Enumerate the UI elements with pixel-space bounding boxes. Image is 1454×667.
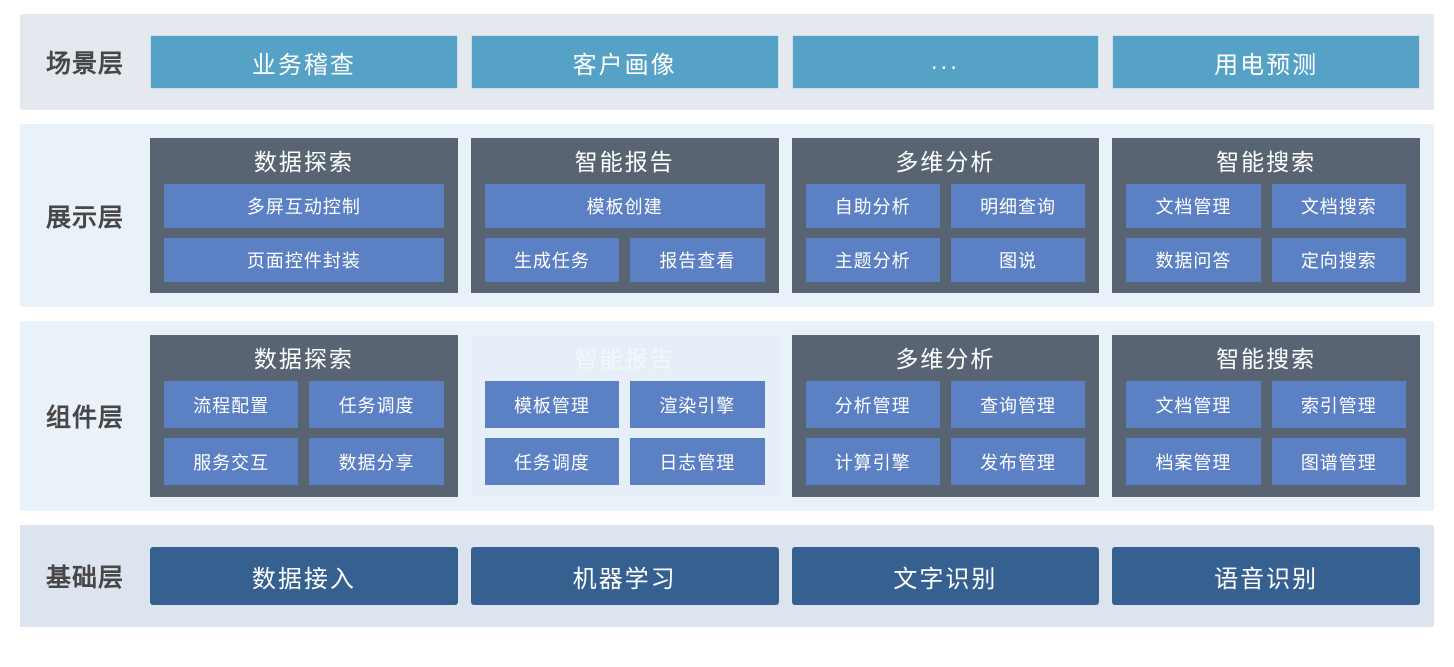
- panel-row: 文档管理 文档搜索: [1126, 184, 1406, 229]
- panel-component-intelligent-report[interactable]: 智能报告 模板管理 渲染引擎 任务调度 日志管理: [470, 335, 779, 497]
- panel-row: 流程配置 任务调度: [164, 381, 444, 429]
- panel-row: 模板管理 渲染引擎: [484, 381, 765, 429]
- layer-band-component: 组件层 数据探索 流程配置 任务调度 服务交互 数据分享 智能报告: [20, 321, 1434, 511]
- base-tile-data-ingestion[interactable]: 数据接入: [150, 547, 458, 605]
- chip-page-widget-encapsulation[interactable]: 页面控件封装: [164, 238, 444, 283]
- panel-row: 页面控件封装: [164, 238, 444, 283]
- base-tile-machine-learning[interactable]: 机器学习: [470, 547, 779, 605]
- panel-grid: 文档管理 索引管理 档案管理 图谱管理: [1126, 381, 1406, 485]
- chip-knowledge-graph-management[interactable]: 图谱管理: [1271, 438, 1406, 485]
- layer-body-component: 数据探索 流程配置 任务调度 服务交互 数据分享 智能报告 模板管理: [150, 321, 1434, 511]
- layer-label-base: 基础层: [45, 564, 124, 592]
- panel-row: 分析管理 查询管理: [805, 381, 1086, 429]
- chip-task-scheduling[interactable]: 任务调度: [484, 438, 620, 485]
- panel-component-multidimensional-analysis[interactable]: 多维分析 分析管理 查询管理 计算引擎 发布管理: [791, 335, 1100, 497]
- chip-service-interaction[interactable]: 服务交互: [164, 438, 299, 485]
- panel-grid: 模板管理 渲染引擎 任务调度 日志管理: [484, 381, 765, 485]
- panel-title: 数据探索: [253, 149, 354, 175]
- chip-chart-narrative[interactable]: 图说: [950, 238, 1086, 283]
- panel-row: 多屏互动控制: [164, 184, 444, 229]
- chip-query-management[interactable]: 查询管理: [950, 381, 1086, 429]
- panel-presentation-data-exploration[interactable]: 数据探索 多屏互动控制 页面控件封装: [150, 138, 458, 293]
- panel-row: 模板创建: [484, 184, 765, 229]
- scene-tile-more-ellipsis[interactable]: ...: [791, 35, 1100, 89]
- layer-band-scene: 场景层 业务稽查 客户画像 ... 用电预测: [20, 14, 1434, 110]
- panel-component-intelligent-search[interactable]: 智能搜索 文档管理 索引管理 档案管理 图谱管理: [1112, 335, 1420, 497]
- panel-presentation-intelligent-report[interactable]: 智能报告 模板创建 生成任务 报告查看: [470, 138, 779, 293]
- chip-template-creation[interactable]: 模板创建: [484, 184, 765, 229]
- chip-analysis-management[interactable]: 分析管理: [805, 381, 940, 429]
- chip-archive-management[interactable]: 档案管理: [1126, 438, 1261, 485]
- panel-title: 多维分析: [895, 149, 996, 175]
- chip-report-view[interactable]: 报告查看: [630, 238, 765, 283]
- layer-band-presentation: 展示层 数据探索 多屏互动控制 页面控件封装 智能报告 模板创建: [20, 124, 1434, 307]
- layer-label-component: 组件层: [45, 404, 124, 432]
- chip-document-management[interactable]: 文档管理: [1126, 381, 1261, 429]
- chip-document-search[interactable]: 文档搜索: [1271, 184, 1406, 229]
- panel-row: 服务交互 数据分享: [164, 438, 444, 485]
- panel-grid: 文档管理 文档搜索 数据问答 定向搜索: [1126, 184, 1406, 283]
- panel-presentation-intelligent-search[interactable]: 智能搜索 文档管理 文档搜索 数据问答 定向搜索: [1112, 138, 1420, 293]
- panel-title: 智能搜索: [1216, 149, 1317, 175]
- scene-tile-business-audit[interactable]: 业务稽查: [150, 35, 458, 89]
- layer-body-presentation: 数据探索 多屏互动控制 页面控件封装 智能报告 模板创建: [150, 124, 1434, 307]
- panel-title: 智能搜索: [1216, 346, 1317, 372]
- scene-tile-power-forecast[interactable]: 用电预测: [1112, 35, 1420, 89]
- panel-row: 生成任务 报告查看: [484, 238, 765, 283]
- panel-presentation-multidimensional-analysis[interactable]: 多维分析 自助分析 明细查询 主题分析 图说: [791, 138, 1100, 293]
- panel-grid: 模板创建 生成任务 报告查看: [484, 184, 765, 283]
- panel-title: 多维分析: [895, 346, 996, 372]
- panel-grid: 自助分析 明细查询 主题分析 图说: [805, 184, 1086, 283]
- panel-grid: 多屏互动控制 页面控件封装: [164, 184, 444, 283]
- layer-label-presentation: 展示层: [45, 203, 124, 232]
- panel-component-data-exploration[interactable]: 数据探索 流程配置 任务调度 服务交互 数据分享: [150, 335, 458, 497]
- base-tile-text-recognition[interactable]: 文字识别: [791, 547, 1100, 605]
- base-tile-speech-recognition[interactable]: 语音识别: [1112, 547, 1420, 605]
- chip-self-service-analysis[interactable]: 自助分析: [805, 184, 940, 229]
- chip-topic-analysis[interactable]: 主题分析: [805, 238, 940, 283]
- panel-row: 主题分析 图说: [805, 238, 1086, 283]
- chip-data-sharing[interactable]: 数据分享: [309, 438, 444, 485]
- layer-label-scene: 场景层: [45, 50, 124, 78]
- chip-index-management[interactable]: 索引管理: [1271, 381, 1406, 429]
- chip-log-management[interactable]: 日志管理: [630, 438, 765, 485]
- panel-row: 任务调度 日志管理: [484, 438, 765, 485]
- chip-data-qa[interactable]: 数据问答: [1126, 238, 1261, 283]
- chip-compute-engine[interactable]: 计算引擎: [805, 438, 940, 485]
- panel-row: 档案管理 图谱管理: [1126, 438, 1406, 485]
- chip-flow-configuration[interactable]: 流程配置: [164, 381, 299, 429]
- chip-task-scheduling[interactable]: 任务调度: [309, 381, 444, 429]
- panel-row: 数据问答 定向搜索: [1126, 238, 1406, 283]
- panel-row: 自助分析 明细查询: [805, 184, 1086, 229]
- chip-publish-management[interactable]: 发布管理: [950, 438, 1086, 485]
- panel-row: 计算引擎 发布管理: [805, 438, 1086, 485]
- chip-rendering-engine[interactable]: 渲染引擎: [630, 381, 765, 429]
- panel-title: 智能报告: [574, 346, 675, 372]
- panel-title: 智能报告: [574, 149, 675, 175]
- chip-multiscreen-interaction-control[interactable]: 多屏互动控制: [164, 184, 444, 229]
- panel-grid: 流程配置 任务调度 服务交互 数据分享: [164, 381, 444, 485]
- layer-band-base: 基础层 数据接入 机器学习 文字识别 语音识别: [20, 525, 1434, 627]
- layer-body-scene: 业务稽查 客户画像 ... 用电预测: [150, 14, 1434, 110]
- chip-detail-query[interactable]: 明细查询: [950, 184, 1086, 229]
- panel-grid: 分析管理 查询管理 计算引擎 发布管理: [805, 381, 1086, 485]
- panel-row: 文档管理 索引管理: [1126, 381, 1406, 429]
- chip-document-management[interactable]: 文档管理: [1126, 184, 1261, 229]
- panel-title: 数据探索: [253, 346, 354, 372]
- scene-tile-customer-profile[interactable]: 客户画像: [470, 35, 779, 89]
- chip-generate-task[interactable]: 生成任务: [484, 238, 620, 283]
- chip-template-management[interactable]: 模板管理: [484, 381, 620, 429]
- layer-body-base: 数据接入 机器学习 文字识别 语音识别: [150, 525, 1434, 627]
- chip-targeted-search[interactable]: 定向搜索: [1271, 238, 1406, 283]
